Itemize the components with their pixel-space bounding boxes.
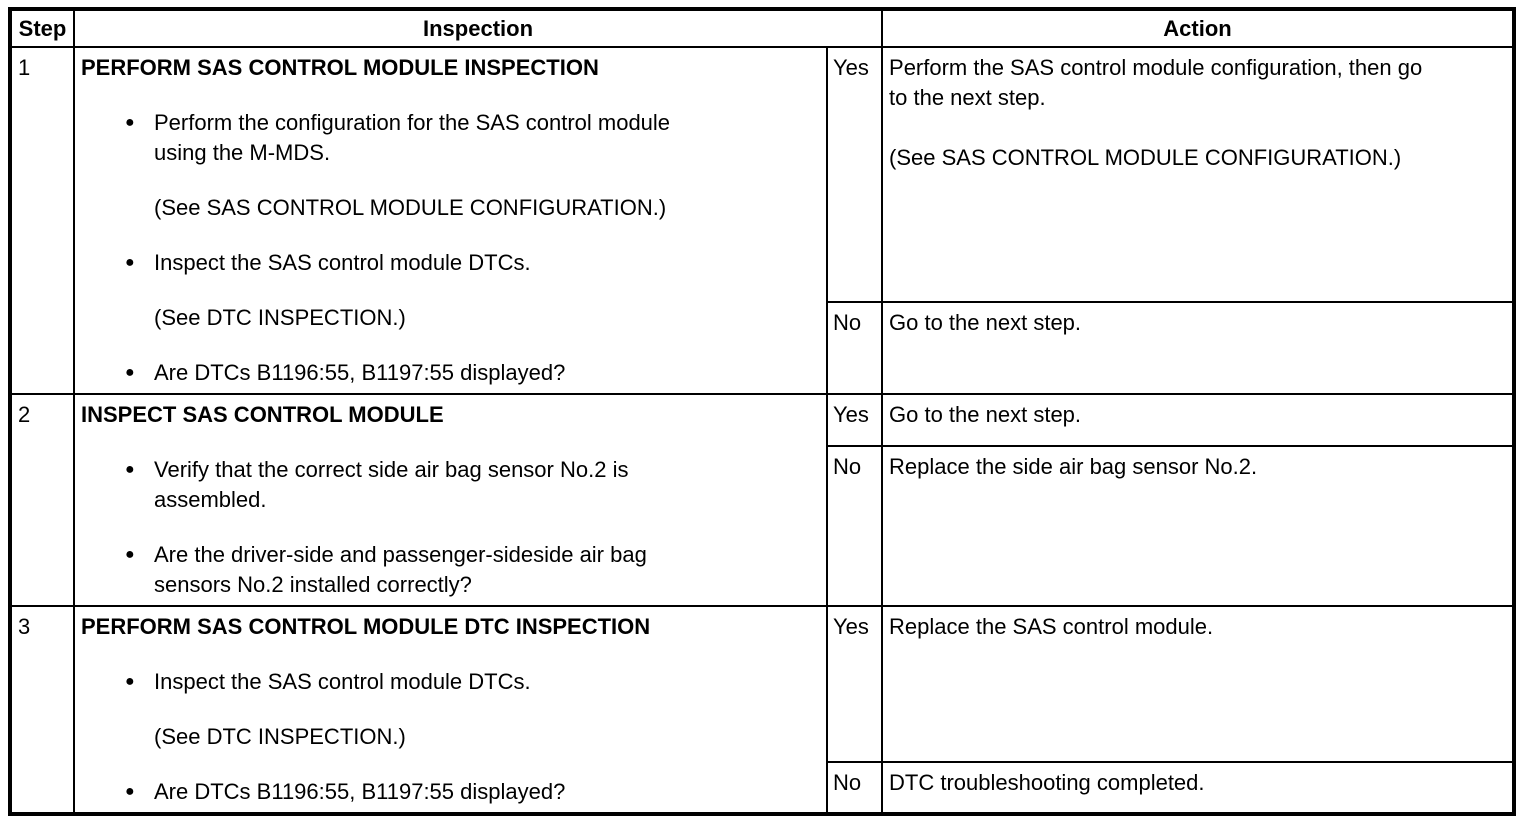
- inspection-item-text: Perform the configuration for the SAS co…: [154, 110, 671, 165]
- inspection-item-text: Are DTCs B1196:55, B1197:55 displayed?: [154, 779, 566, 804]
- bullet-icon: ●: [125, 364, 135, 381]
- inspection-title: INSPECT SAS CONTROL MODULE: [81, 402, 444, 427]
- no-action: DTC troubleshooting completed.: [881, 761, 1516, 815]
- yes-label: Yes: [825, 393, 884, 447]
- inspection-item: ● Are the driver-side and passenger-side…: [125, 540, 820, 600]
- inspection-cell: INSPECT SAS CONTROL MODULE ● Verify that…: [73, 393, 828, 607]
- yes-action: Go to the next step.: [881, 393, 1516, 447]
- inspection-item-text: (See DTC INSPECTION.): [154, 305, 406, 330]
- inspection-cell: PERFORM SAS CONTROL MODULE DTC INSPECTIO…: [73, 605, 828, 815]
- inspection-item-text: Inspect the SAS control module DTCs.: [154, 669, 531, 694]
- inspection-item: ● Are DTCs B1196:55, B1197:55 displayed?: [125, 358, 820, 388]
- inspection-item: (See SAS CONTROL MODULE CONFIGURATION.): [125, 193, 820, 223]
- yes-action: Replace the SAS control module.: [881, 605, 1516, 763]
- no-action: Go to the next step.: [881, 301, 1516, 395]
- table-subrow: No Go to the next step.: [10, 301, 1516, 395]
- inspection-items: ● Perform the configuration for the SAS …: [125, 108, 820, 388]
- bullet-icon: ●: [125, 673, 135, 690]
- bullet-icon: ●: [125, 546, 135, 563]
- no-label: No: [825, 301, 884, 395]
- inspection-item: ● Are DTCs B1196:55, B1197:55 displayed?: [125, 777, 820, 807]
- inspection-item-text: Inspect the SAS control module DTCs.: [154, 250, 531, 275]
- header-inspection: Inspection: [72, 8, 884, 48]
- inspection-item: (See DTC INSPECTION.): [125, 722, 820, 752]
- inspection-cell: PERFORM SAS CONTROL MODULE INSPECTION ● …: [73, 46, 828, 395]
- inspection-items: ● Verify that the correct side air bag s…: [125, 455, 820, 600]
- table-subrow: No DTC troubleshooting completed.: [10, 761, 1516, 815]
- yes-label: Yes: [825, 45, 884, 304]
- no-label: No: [825, 444, 884, 608]
- table-row: 2 INSPECT SAS CONTROL MODULE ● Verify th…: [9, 393, 1516, 607]
- table-row: 3 PERFORM SAS CONTROL MODULE DTC INSPECT…: [9, 605, 1516, 815]
- inspection-item: ● Perform the configuration for the SAS …: [125, 108, 820, 168]
- header-step: Step: [9, 8, 75, 48]
- inspection-items: ● Inspect the SAS control module DTCs. (…: [125, 667, 820, 807]
- bullet-icon: ●: [125, 254, 135, 271]
- no-label: No: [825, 761, 884, 815]
- inspection-item-text: Are DTCs B1196:55, B1197:55 displayed?: [154, 360, 566, 385]
- bullet-icon: ●: [125, 114, 135, 131]
- troubleshooting-table: Step Inspection Action 1 PERFORM SAS CON…: [8, 7, 1517, 816]
- bullet-icon: ●: [125, 461, 135, 478]
- yes-label: Yes: [825, 605, 884, 763]
- bullet-icon: ●: [125, 783, 135, 800]
- inspection-item: ● Verify that the correct side air bag s…: [125, 455, 820, 515]
- inspection-item-text: Verify that the correct side air bag sen…: [154, 457, 629, 512]
- table-header-row: Step Inspection Action: [9, 8, 1516, 48]
- inspection-item: (See DTC INSPECTION.): [125, 303, 820, 333]
- inspection-title: PERFORM SAS CONTROL MODULE INSPECTION: [81, 55, 599, 80]
- inspection-item: ● Inspect the SAS control module DTCs.: [125, 248, 820, 278]
- table-subrow: No Replace the side air bag sensor No.2.: [10, 444, 1516, 608]
- step-number: 1: [9, 46, 75, 395]
- inspection-item-text: Are the driver-side and passenger-sidesi…: [154, 542, 647, 597]
- table-row: 1 PERFORM SAS CONTROL MODULE INSPECTION …: [9, 45, 1516, 395]
- step-number: 2: [9, 393, 75, 607]
- no-action: Replace the side air bag sensor No.2.: [881, 444, 1516, 608]
- inspection-item: ● Inspect the SAS control module DTCs.: [125, 667, 820, 697]
- header-action: Action: [881, 8, 1516, 48]
- inspection-item-text: (See DTC INSPECTION.): [154, 724, 406, 749]
- inspection-title: PERFORM SAS CONTROL MODULE DTC INSPECTIO…: [81, 614, 651, 639]
- step-number: 3: [9, 605, 75, 815]
- yes-action: Perform the SAS control module configura…: [881, 45, 1516, 304]
- inspection-item-text: (See SAS CONTROL MODULE CONFIGURATION.): [154, 195, 667, 220]
